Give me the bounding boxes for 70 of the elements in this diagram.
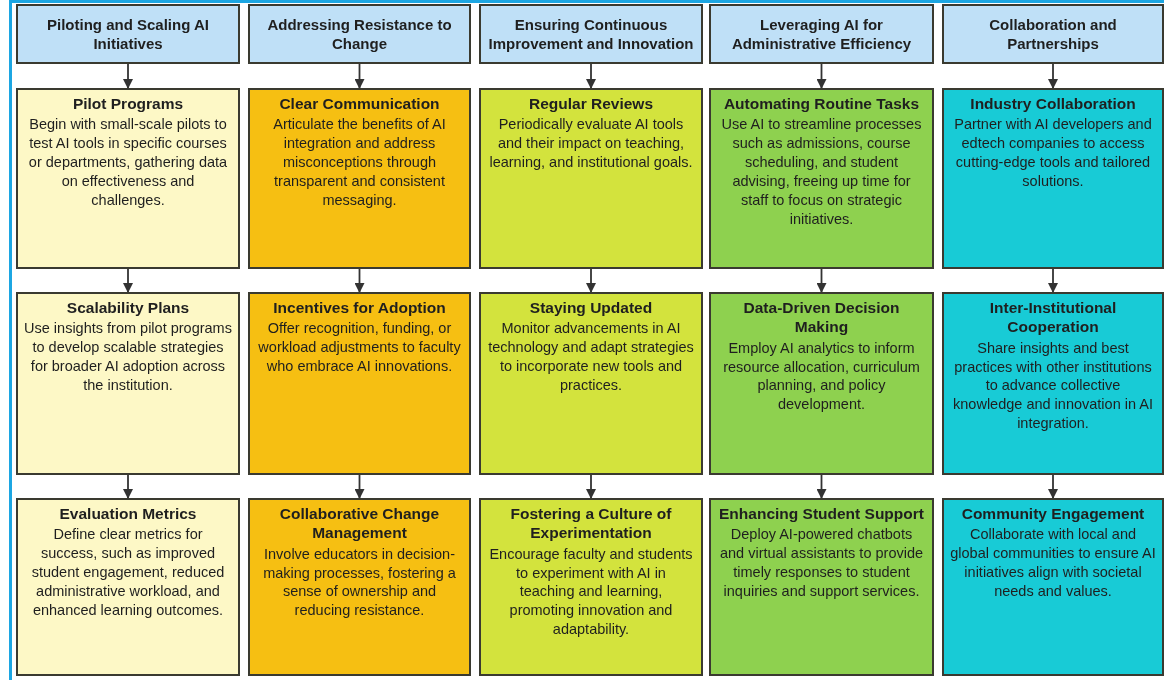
arrow: [816, 268, 827, 293]
step-title: Regular Reviews: [528, 94, 654, 114]
step-box: [942, 292, 1164, 475]
step-title: Pilot Programs: [72, 94, 184, 114]
step-description: Define clear metrics for success, such as improved student engagement, reduced administrative workload, and enhanced learning outcomes.: [30, 525, 226, 620]
step-description: Involve educators in decision-making processes, fostering a sense of ownership and reducing resistance.: [262, 544, 457, 621]
step-box: [479, 498, 703, 676]
header-box: [942, 4, 1164, 64]
step-box: [248, 292, 471, 475]
step-box: [248, 498, 471, 676]
step-title: Data-Driven Decision Making: [742, 298, 901, 337]
step-description: Begin with small-scale pilots to test AI tools in specific courses or departments, gathering data on effectiveness and challenges.: [27, 115, 229, 210]
column-heading: Ensuring Continuous Improvement and Innovation: [487, 14, 695, 54]
arrow: [1048, 474, 1058, 499]
header-box: [479, 4, 703, 64]
step-description: Offer recognition, funding, or workload adjustments to faculty who embrace AI innovations.: [257, 319, 462, 376]
header-box: [248, 4, 471, 64]
step-description: Partner with AI developers and edtech companies to access cutting-edge tools and tailored solutions.: [953, 115, 1153, 191]
step-description: Periodically evaluate AI tools and their impact on teaching, learning, and institutional goals.: [488, 115, 694, 172]
arrow: [123, 474, 133, 499]
step-box: [16, 292, 240, 475]
step-title: Fostering a Culture of Experimentation: [509, 504, 673, 543]
step-box: [709, 88, 934, 269]
step-description: Encourage faculty and students to experiment with AI in teaching and learning, promoting innovation and adaptability.: [488, 544, 694, 639]
column-heading: Piloting and Scaling AI Initiatives: [46, 14, 210, 54]
arrow: [354, 474, 365, 499]
column-heading: Leveraging AI for Administrative Efficiency: [730, 14, 913, 54]
step-description: Articulate the benefits of AI integration and address misconceptions through transparent and consistent messaging.: [272, 115, 447, 210]
arrow: [123, 268, 133, 293]
step-box: [479, 292, 703, 475]
step-box: [942, 88, 1164, 269]
step-description: Deploy AI-powered chatbots and virtual assistants to provide timely responses to student inquiries and support services.: [718, 525, 925, 601]
step-box: [248, 88, 471, 269]
step-title: Scalability Plans: [66, 298, 190, 318]
arrow: [586, 474, 596, 499]
step-box: [942, 498, 1164, 676]
step-title: Industry Collaboration: [970, 94, 1136, 114]
step-box: [16, 498, 240, 676]
step-title: Staying Updated: [529, 298, 653, 318]
arrow: [354, 63, 365, 89]
step-title: Automating Routine Tasks: [723, 94, 920, 114]
arrow: [586, 63, 596, 89]
header-box: [709, 4, 934, 64]
column-heading: Collaboration and Partnerships: [988, 14, 1118, 54]
column-heading: Addressing Resistance to Change: [266, 14, 453, 54]
step-description: Collaborate with local and global communities to ensure AI initiatives align with societal needs and values.: [950, 525, 1156, 601]
header-box: [16, 4, 240, 64]
step-box: [479, 88, 703, 269]
step-description: Share insights and best practices with other institutions to advance collective knowledge and innovation in AI integration.: [952, 338, 1154, 433]
arrow: [1048, 63, 1058, 89]
arrow: [816, 474, 827, 499]
step-title: Enhancing Student Support: [719, 504, 924, 524]
step-description: Use insights from pilot programs to develop scalable strategies for broader AI adoption across the institution.: [24, 319, 232, 395]
step-description: Use AI to streamline processes such as admissions, course scheduling, and student advising, freeing up time for staff to focus on strategic initiatives.: [720, 115, 923, 229]
step-box: [16, 88, 240, 269]
step-box: [709, 292, 934, 475]
arrow: [816, 63, 827, 89]
arrow: [586, 268, 596, 293]
arrow: [354, 268, 365, 293]
step-description: Employ AI analytics to inform resource allocation, curriculum planning, and policy development.: [722, 338, 921, 415]
step-title: Evaluation Metrics: [59, 504, 197, 524]
step-title: Inter-Institutional Cooperation: [988, 298, 1118, 337]
step-title: Clear Communication: [279, 94, 440, 114]
arrow: [1048, 268, 1058, 293]
arrow: [123, 63, 133, 89]
step-title: Incentives for Adoption: [273, 298, 446, 318]
step-description: Monitor advancements in AI technology and adapt strategies to incorporate new tools and practices.: [487, 319, 695, 395]
step-box: [709, 498, 934, 676]
step-title: Community Engagement: [961, 504, 1145, 524]
step-title: Collaborative Change Management: [278, 504, 441, 543]
